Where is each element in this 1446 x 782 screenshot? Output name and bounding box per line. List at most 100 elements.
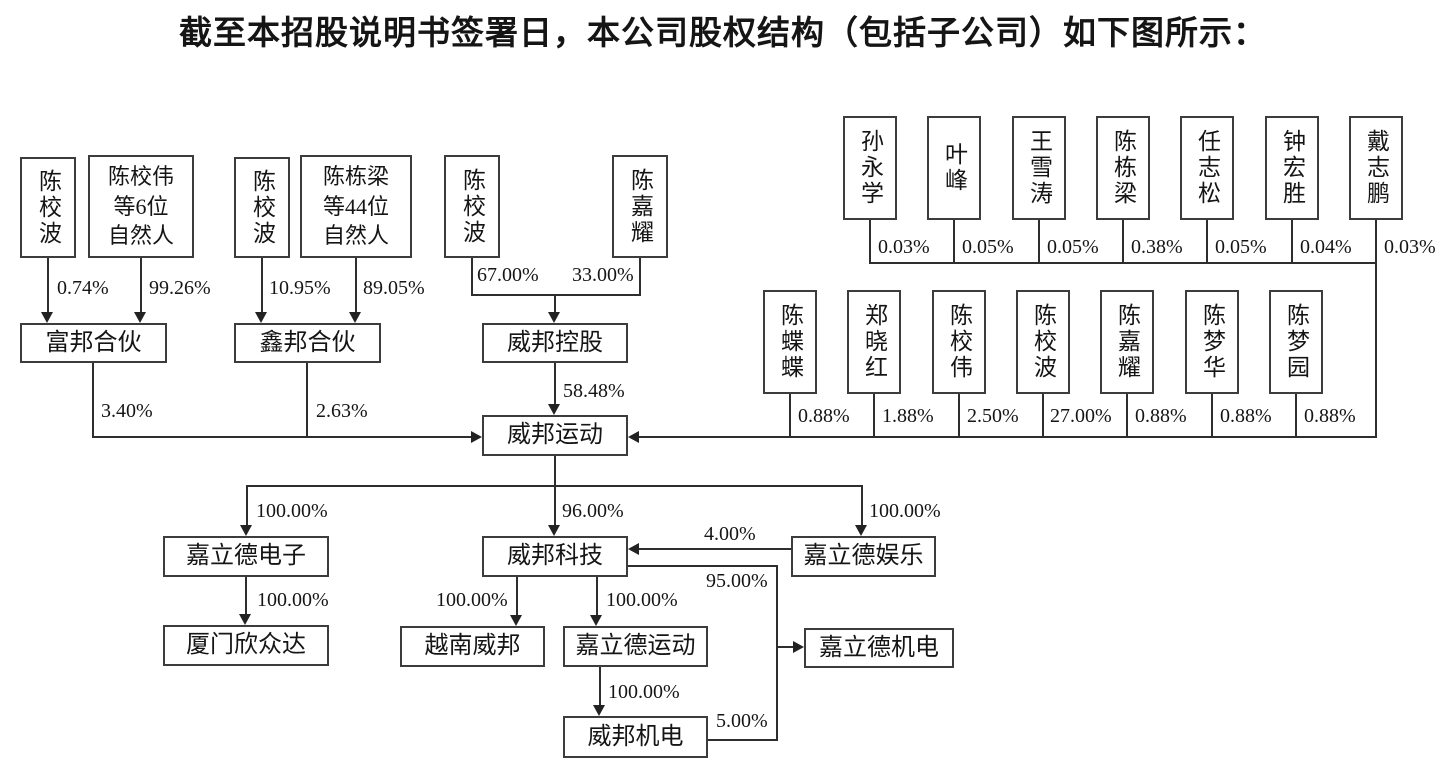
node-chen-dongliang: 陈栋梁 (1096, 116, 1150, 220)
node-chen-menghua: 陈梦华 (1185, 290, 1239, 394)
edge-label-cxw6-fubang: 99.26% (149, 277, 211, 299)
connector (953, 220, 955, 262)
connector (639, 258, 641, 296)
connector (1291, 220, 1293, 262)
edge-label-xinbang-sport: 2.63% (316, 400, 368, 422)
connector (92, 363, 94, 438)
connector (306, 363, 308, 438)
arrowhead (548, 312, 560, 323)
node-chen-xiaobo-fubang: 陈校波 (20, 157, 76, 258)
edge-label-row2-1: 1.88% (882, 405, 934, 427)
node-wang-xuetao: 王雪涛 (1012, 116, 1066, 220)
arrowhead (793, 641, 804, 653)
node-ye-feng: 叶峰 (927, 116, 981, 220)
diagram-title: 截至本招股说明书签署日，本公司股权结构（包括子公司）如下图所示： (179, 16, 1267, 52)
node-jialide-electromech: 嘉立德机电 (804, 628, 954, 668)
connector (958, 394, 960, 438)
edge-label-row2-6: 0.88% (1304, 405, 1356, 427)
connector (1206, 220, 1208, 262)
connector (789, 394, 791, 438)
node-weibang-sport: 威邦运动 (482, 415, 628, 456)
edge-label-cxb-xinbang: 10.95% (269, 277, 331, 299)
connector (1295, 394, 1297, 438)
arrowhead (548, 525, 560, 536)
arrowhead (855, 525, 867, 536)
edge-label-row1-0: 0.03% (878, 236, 930, 258)
connector (554, 363, 556, 404)
connector (639, 548, 791, 550)
connector (599, 667, 601, 705)
arrowhead (548, 404, 560, 415)
connector (471, 258, 473, 296)
connector (1122, 220, 1124, 262)
edge-label-wbkj-jldyd: 100.00% (606, 589, 678, 611)
node-weibang-holding: 威邦控股 (482, 323, 628, 363)
connector (778, 646, 793, 648)
arrowhead (134, 312, 146, 323)
edge-label-row1-4: 0.05% (1215, 236, 1267, 258)
connector (1042, 394, 1044, 438)
edge-label-row1-5: 0.04% (1300, 236, 1352, 258)
arrowhead (240, 525, 252, 536)
node-jialide-sport: 嘉立德运动 (563, 626, 708, 667)
node-chen-mengyuan: 陈梦园 (1269, 290, 1323, 394)
connector (708, 739, 778, 741)
connector (1038, 220, 1040, 262)
connector (1126, 394, 1128, 438)
node-jialide-electronics: 嘉立德电子 (163, 536, 329, 577)
arrowhead (590, 615, 602, 626)
edge-label-row1-3: 0.38% (1131, 236, 1183, 258)
edge-label-wbjd-jldjd: 5.00% (716, 710, 768, 732)
connector (869, 262, 1376, 264)
node-sun-yongxue: 孙永学 (843, 116, 897, 220)
connector (628, 565, 778, 567)
node-xiamen-xinzhongda: 厦门欣众达 (163, 625, 329, 666)
edge-label-row2-2: 2.50% (967, 405, 1019, 427)
edge-label-sport-jlyl: 100.00% (869, 500, 941, 522)
edge-label-row2-3: 27.00% (1050, 405, 1112, 427)
arrowhead (239, 614, 251, 625)
edge-label-wbkj-ynwb: 100.00% (436, 589, 508, 611)
node-vietnam-weibang: 越南威邦 (400, 626, 545, 667)
node-chen-xiaowei: 陈校伟 (932, 290, 986, 394)
node-chen-xiaobo-2: 陈校波 (1016, 290, 1070, 394)
connector (471, 294, 641, 296)
arrowhead (510, 615, 522, 626)
node-jialide-entertainment: 嘉立德娱乐 (791, 536, 936, 577)
edge-label-wbkj-jldjd: 95.00% (706, 570, 768, 592)
node-chen-dongliang-group: 陈栋梁 等44位 自然人 (300, 155, 412, 258)
edge-label-cxb-fubang: 0.74% (57, 277, 109, 299)
arrowhead (41, 312, 53, 323)
node-xinbang-partnership: 鑫邦合伙 (234, 323, 381, 363)
arrowhead (593, 705, 605, 716)
connector (554, 294, 556, 312)
edge-label-row2-4: 0.88% (1135, 405, 1187, 427)
connector (1211, 394, 1213, 438)
arrowhead (349, 312, 361, 323)
edge-label-holding-sport: 58.48% (563, 380, 625, 402)
edge-label-sport-wbkj: 96.00% (562, 500, 624, 522)
edge-label-cjy-holding: 33.00% (572, 264, 634, 286)
connector (1375, 220, 1377, 438)
connector (554, 456, 556, 487)
edge-label-row1-6: 0.03% (1384, 236, 1436, 258)
arrowhead (255, 312, 267, 323)
node-chen-xiaowei-group: 陈校伟 等6位 自然人 (88, 155, 194, 258)
edge-label-sport-jldz: 100.00% (256, 500, 328, 522)
node-ren-zhisong: 任志松 (1180, 116, 1234, 220)
connector (873, 394, 875, 438)
connector (246, 485, 248, 525)
edge-label-jldyd-wbjd: 100.00% (608, 681, 680, 703)
arrowhead (471, 431, 482, 443)
connector (47, 258, 49, 312)
node-chen-xiaobo-holding: 陈校波 (444, 155, 500, 258)
connector (861, 485, 863, 525)
connector (261, 258, 263, 312)
edge-label-row1-1: 0.05% (962, 236, 1014, 258)
node-chen-diedie: 陈蝶蝶 (763, 290, 817, 394)
node-fubang-partnership: 富邦合伙 (20, 323, 167, 363)
node-weibang-electromech: 威邦机电 (563, 716, 708, 758)
edge-label-cdl44-xinbang: 89.05% (363, 277, 425, 299)
node-zheng-xiaohong: 郑晓红 (847, 290, 901, 394)
